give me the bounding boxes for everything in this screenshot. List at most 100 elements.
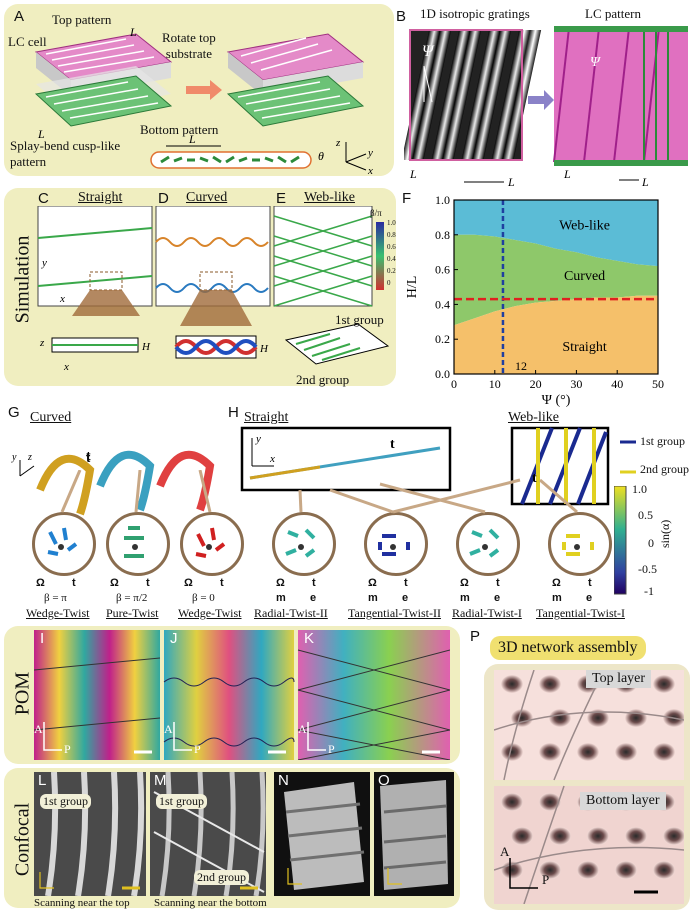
e-second-group: 2nd group	[296, 372, 350, 387]
tangential-twist-i-circle	[548, 512, 612, 576]
h-t-4: t	[588, 577, 592, 589]
vertical-marker-label: 12	[515, 359, 527, 373]
caption-radial-twist-ii: Radial-Twist-II	[254, 606, 328, 620]
svg-text:Ψ: Ψ	[422, 43, 435, 60]
beta-zero: β = 0	[192, 592, 215, 604]
network-node	[577, 861, 599, 879]
region-label: Web-like	[559, 218, 610, 233]
h-straight-title: Straight	[244, 410, 289, 425]
svg-text:θ: θ	[318, 149, 324, 163]
network-node	[501, 793, 523, 811]
network-node	[615, 743, 637, 761]
h-e-2: e	[402, 592, 409, 604]
svg-text:H: H	[259, 343, 269, 355]
k-a-label: A	[298, 722, 307, 736]
g-omega-1: Ω	[36, 577, 45, 589]
top-L: L	[129, 25, 137, 39]
g-omega-2: Ω	[110, 577, 119, 589]
wedge-twist-pi-circle	[32, 512, 96, 576]
network-node	[625, 827, 647, 845]
plot-frame	[453, 199, 659, 375]
beta-pi-half: β = π/2	[116, 592, 148, 604]
caption-wedge-twist-1: Wedge-Twist	[26, 606, 90, 620]
svg-text:L: L	[507, 175, 515, 189]
panel-c-title: Straight	[78, 190, 123, 205]
e-cb-tick: 0.8	[387, 231, 396, 239]
h-e-4: e	[586, 592, 593, 604]
i-p-label: P	[64, 742, 71, 756]
l-caption: Scanning near the top	[34, 897, 130, 909]
h-omega-3: Ω	[460, 577, 469, 589]
h-m-3: m	[460, 592, 470, 604]
panel-g-label: G	[8, 404, 20, 421]
panel-i-label: I	[40, 630, 45, 647]
region-straight	[454, 295, 658, 374]
svg-text:Ψ: Ψ	[590, 55, 601, 70]
network-node	[539, 793, 561, 811]
network-node	[653, 861, 675, 879]
h-e-3: e	[494, 592, 501, 604]
network-node	[615, 861, 637, 879]
svg-text:z: z	[27, 452, 32, 463]
network-node	[625, 709, 647, 727]
svg-text:x: x	[269, 453, 275, 465]
radial-twist-i-circle	[456, 512, 520, 576]
h-omega-4: Ω	[552, 577, 561, 589]
panel-k-label: K	[304, 630, 315, 647]
region-web-like	[454, 200, 658, 267]
g-t-2: t	[146, 577, 150, 589]
splay-L: L	[188, 132, 196, 146]
panel-e-label: E	[276, 190, 287, 207]
svg-text:y: y	[41, 257, 47, 269]
svg-text:L: L	[409, 167, 417, 181]
y-tick-label: 0.0	[435, 367, 450, 381]
panel-f-label: F	[402, 190, 412, 207]
h-cb-tick: -0.5	[638, 562, 657, 576]
lc-cell-diagram: L L L z y x θ	[34, 25, 373, 174]
h-cb-label: sin(α)	[658, 519, 672, 548]
y-tick-label: 0.6	[435, 263, 450, 277]
gratings-image: Ψ Ψ L L L L	[404, 26, 688, 189]
h-m-1: m	[276, 592, 286, 604]
panel-d-label: D	[158, 190, 169, 207]
region-label: Curved	[564, 269, 605, 284]
p-p-label: P	[542, 872, 550, 887]
h-first-group: 1st group	[640, 434, 685, 448]
svg-text:y: y	[367, 147, 373, 159]
cb-title-beta: β/π	[370, 208, 382, 218]
panel-d-title: Curved	[186, 190, 228, 205]
h-cb-tick: 0.5	[638, 508, 653, 522]
connector-lines	[60, 470, 578, 514]
y-axis-label: H/L	[405, 276, 420, 299]
h-t-2: t	[404, 577, 408, 589]
panel-n-label: N	[278, 772, 289, 789]
bottom-pattern-label: Bottom pattern	[140, 122, 219, 137]
svg-text:t: t	[390, 437, 395, 452]
confocal-side-label: Confocal	[11, 802, 34, 877]
network-node	[653, 743, 675, 761]
j-p-label: P	[194, 742, 201, 756]
y-tick-label: 1.0	[435, 193, 450, 207]
e-first-group: 1st group	[335, 312, 384, 327]
svg-text:x: x	[63, 361, 69, 373]
caption-tangential-twist-i: Tangential-Twist-I	[536, 606, 625, 620]
y-tick-label: 0.8	[435, 228, 450, 242]
panel-g-title: Curved	[30, 410, 72, 425]
e-cb-tick: 0.4	[387, 255, 396, 263]
h-m-2: m	[368, 592, 378, 604]
h-t-1: t	[312, 577, 316, 589]
svg-text:z: z	[39, 337, 45, 349]
panel-b-label: B	[396, 8, 407, 25]
h-cb-tick: 0	[648, 536, 654, 550]
e-cb-tick: 0.6	[387, 243, 396, 251]
h-web-title: Web-like	[508, 410, 559, 425]
x-tick-label: 50	[652, 377, 664, 391]
p-a-label: A	[500, 844, 510, 859]
pom-images	[34, 630, 450, 760]
panel-m-label: M	[154, 772, 167, 789]
top-pattern-label: Top pattern	[52, 12, 112, 27]
panel-o-label: O	[378, 772, 390, 789]
network-images	[494, 670, 684, 904]
panel-c-label: C	[38, 190, 49, 207]
